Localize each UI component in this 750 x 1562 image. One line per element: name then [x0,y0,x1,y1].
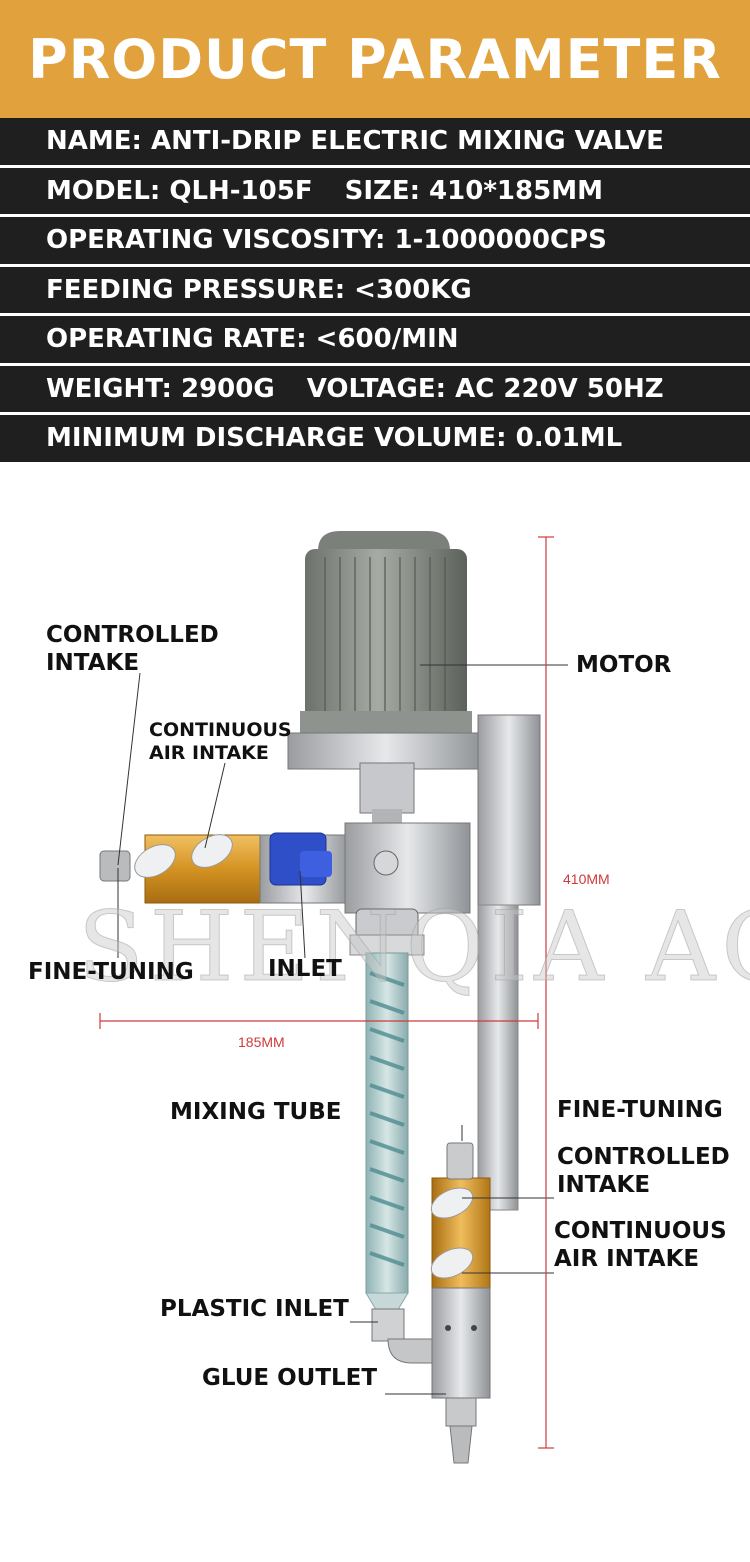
dimension-width-label: 185MM [238,1034,285,1050]
param-text: MODEL: QLH-105F [46,175,313,206]
vertical-rail [477,904,519,1211]
label-mixing-tube: MIXING TUBE [170,1099,342,1125]
dimension-lines [99,536,554,1449]
lower-valve-body [431,1287,491,1399]
param-text: OPERATING VISCOSITY: 1-1000000CPS [46,225,607,256]
side-bracket [477,714,541,906]
watermark: SHENQIA AO [77,891,750,1004]
label-continuous-air-right: CONTINUOUS AIR INTAKE [554,1218,727,1272]
label-motor: MOTOR [576,652,672,678]
label-controlled-intake-right: CONTROLLED INTAKE [557,1144,730,1198]
label-fine-tuning-left: FINE-TUNING [28,959,194,985]
page-title: PRODUCT PARAMETER [28,27,722,91]
dimension-height-label: 410MM [563,871,610,887]
label-fine-tuning-right: FINE-TUNING [557,1097,723,1123]
label-continuous-air-top: CONTINUOUS AIR INTAKE [149,719,292,764]
label-plastic-inlet: PLASTIC INLET [160,1296,349,1322]
label-inlet: INLET [268,956,342,982]
param-row-discharge: MINIMUM DISCHARGE VOLUME: 0.01ML [0,415,750,462]
product-diagram: SHENQIA AO CONTROLLED INTAKE CONTINUOUS … [0,473,750,1562]
parameter-list: NAME: ANTI-DRIP ELECTRIC MIXING VALVE MO… [0,118,750,465]
param-row-rate: OPERATING RATE: <600/MIN [0,316,750,363]
header-banner: PRODUCT PARAMETER [0,0,750,118]
label-controlled-intake-top: CONTROLLED INTAKE [46,622,219,676]
param-text-secondary: SIZE: 410*185MM [344,175,603,206]
param-text: NAME: ANTI-DRIP ELECTRIC MIXING VALVE [46,126,664,157]
param-text-secondary: VOLTAGE: AC 220V 50HZ [306,373,664,404]
param-text: FEEDING PRESSURE: <300KG [46,274,472,305]
label-glue-outlet: GLUE OUTLET [202,1365,378,1391]
mixer-head [344,822,471,914]
param-row-pressure: FEEDING PRESSURE: <300KG [0,266,750,313]
param-text: MINIMUM DISCHARGE VOLUME: 0.01ML [46,423,623,454]
param-row-name: NAME: ANTI-DRIP ELECTRIC MIXING VALVE [0,118,750,165]
param-row-viscosity: OPERATING VISCOSITY: 1-1000000CPS [0,217,750,264]
param-row-model: MODEL: QLH-105F SIZE: 410*185MM [0,167,750,214]
param-text: OPERATING RATE: <600/MIN [46,324,459,355]
valve-illustration [99,531,568,1464]
param-row-weight: WEIGHT: 2900G VOLTAGE: AC 220V 50HZ [0,365,750,412]
motor-graphic [300,531,472,741]
param-text: WEIGHT: 2900G [46,373,275,404]
